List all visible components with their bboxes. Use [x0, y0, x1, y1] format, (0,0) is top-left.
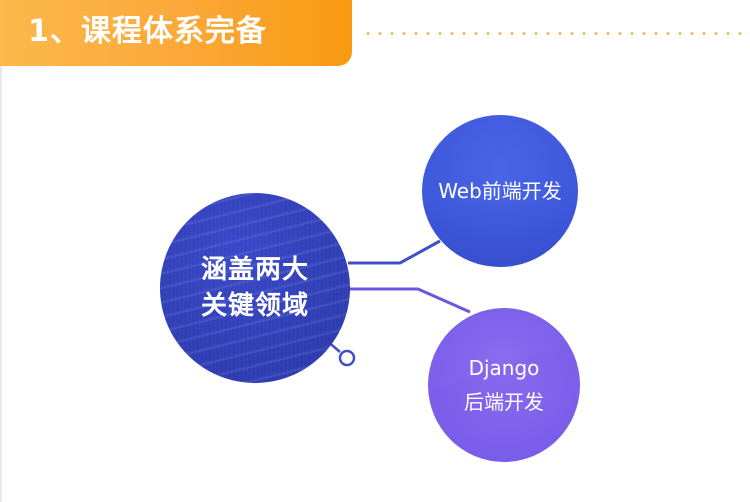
center-node-circle: 涵盖两大 关键领域: [160, 193, 350, 383]
center-node-line2: 关键领域: [200, 291, 309, 321]
connector-web: [348, 239, 441, 265]
connector-django: [348, 287, 471, 314]
django-backend-line1: Django: [468, 356, 540, 380]
center-node-line1: 涵盖两大: [200, 255, 309, 285]
center-node-label: 涵盖两大 关键领域: [201, 252, 309, 324]
django-backend-circle: Django 后端开发: [428, 308, 580, 462]
section-header-bar: 1、课程体系完备: [0, 0, 352, 66]
dotted-divider: [362, 32, 742, 35]
django-backend-label: Django 后端开发: [464, 351, 544, 419]
section-title: 1、课程体系完备: [28, 14, 267, 49]
web-frontend-label: Web前端开发: [438, 179, 562, 203]
web-frontend-circle: Web前端开发: [422, 115, 578, 267]
left-edge-divider: [0, 0, 2, 502]
connector-end-dot: [338, 349, 356, 367]
django-backend-line2: 后端开发: [464, 390, 544, 414]
